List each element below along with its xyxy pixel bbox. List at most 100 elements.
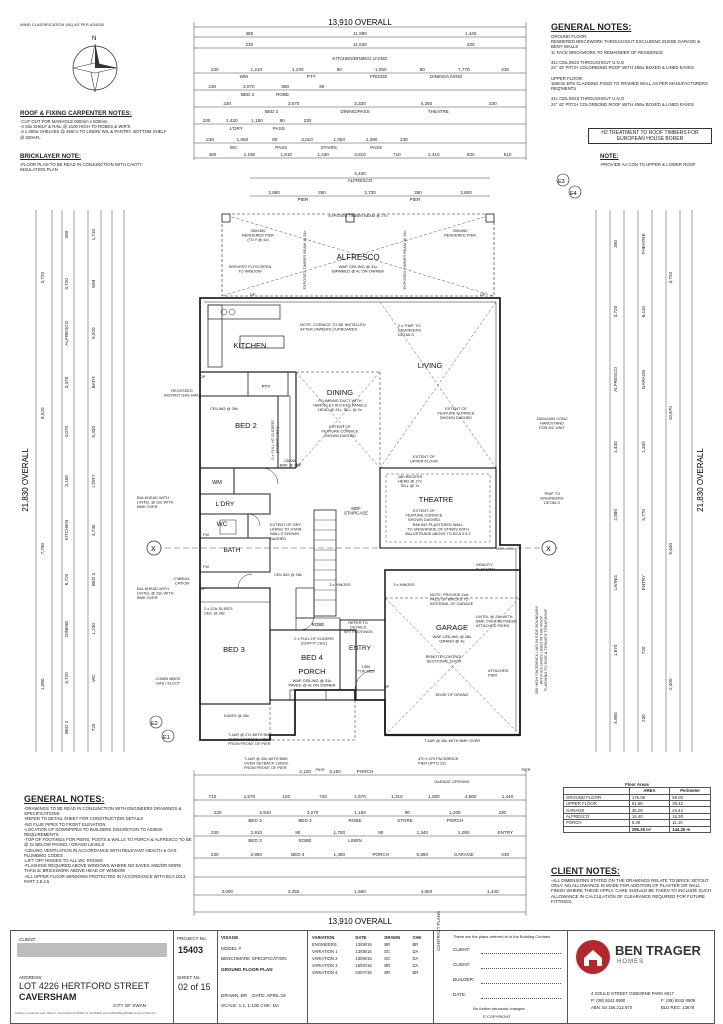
floor-waste-marker: FW [203, 564, 209, 569]
h2-treatment-text: H2 TREATMENT TO ROOF TIMBERS FOR EUROPEA… [601, 130, 699, 142]
dim-bottom-row1: PORCH [357, 769, 374, 774]
h2-treatment-note: H2 TREATMENT TO ROOF TIMBERS FOR EUROPEA… [588, 128, 712, 144]
dim-bottom-row5: 2,890 [251, 852, 263, 857]
annotation: HARDSTAND [540, 421, 564, 426]
dim-bottom-row4: 90 [378, 830, 384, 835]
address-line1: LOT 4226 HERTFORD STREET [19, 981, 150, 991]
dim-top-row7: 3,010 [301, 137, 313, 142]
project-sheet-cell: PROJECT No. 15403 SHEET No. 02 of 15 [173, 931, 218, 1023]
annotation: BMK OVER [137, 595, 158, 600]
dim-bottom-row2: 1,570 [354, 794, 366, 799]
general-note-item: 150mm EPS CLADDING FIXED TO FRAMED WALL … [551, 80, 708, 92]
company-sub: HOMES [617, 959, 645, 965]
general-note-item: GROUND FLOOR: [551, 34, 588, 39]
council-name: CITY OF SWAN [113, 1003, 146, 1008]
floor-areas-cell [563, 825, 630, 833]
variation-cell: BR [412, 942, 419, 947]
dim-top-row4: 880 [281, 84, 289, 89]
dim-top-row8: 1,810 [280, 152, 292, 157]
dim-label: WC [230, 145, 238, 150]
room-bath: BATH [224, 547, 241, 554]
dim-right-inner: 1,670 [613, 644, 618, 656]
annotation: OVER SETBACK 135mm [244, 761, 288, 766]
dim-left-inner: 1,710 [91, 228, 96, 240]
company-abn: ABN: 54 155 212 570 [591, 1005, 633, 1010]
client-sign-line[interactable] [481, 953, 561, 954]
general-note-item: 31c CEILINGS THROUGHOUT U.N.O [551, 60, 625, 66]
drawn-by: DRAWN: BR DATE: APRIL'15 [221, 993, 286, 998]
annotation: EXPOSED TIMBER BEAM @ 31c [302, 230, 307, 289]
dim-bottom-row3: 90 [405, 810, 411, 815]
dim-label: STAIRS [321, 145, 337, 150]
dim-left-inner: BED 2 [64, 720, 69, 734]
dim-right-inner: 350 [613, 240, 618, 248]
dim-right-inner: 230 [641, 714, 646, 722]
dim-bottom-row3: 230 [498, 810, 506, 815]
client-sign-line-2[interactable] [481, 968, 561, 969]
design-cell: VISAGE MODEL # BENCHMARK SPECIFICATION G… [217, 931, 308, 1023]
downpipe-marker: DP [250, 292, 256, 297]
dim-left-inner: 350 [64, 230, 69, 238]
dim-right-inner: GARAGE [641, 370, 646, 390]
section-marker-right: X [541, 540, 557, 556]
scale: SCALE: 1:1, 1:100 CHK: DA [221, 1003, 279, 1008]
annotation: DASHED [270, 536, 286, 541]
dim-top-row10: 350 [318, 190, 326, 195]
variation-cell: VARIATION 4 [312, 970, 338, 975]
dim-label: FRIDGE [370, 74, 387, 79]
dim-right-inner: 1,330 [641, 441, 646, 453]
date-sign-line[interactable] [481, 998, 561, 999]
annotation: CATION [175, 581, 190, 586]
contract-plans-cell: CONTRACT PLANS These are the plans refer… [433, 911, 568, 1023]
dim-bottom-row1: 2,120 [299, 769, 311, 774]
general-note-item: -TOP OF FOOTINGS FOR PIERS, POSTS & WALL… [24, 837, 192, 848]
annotation: 350x350 [453, 228, 469, 233]
annotation: T-4AR @ 27c WITH BMK [228, 732, 272, 737]
variation-cell: ENGINEERS [312, 942, 337, 947]
annotation: BULKHEAD WITH [137, 586, 169, 591]
annotation: EDGE OF GRANO [436, 692, 469, 697]
annotation: WITH VOLUMES LINED IN THE ROOF [539, 615, 544, 684]
annotation: DETAILS [350, 625, 366, 630]
builder-sign-line[interactable] [481, 983, 561, 984]
annotation: AFTER OWNERS CUPBOARDS [300, 327, 357, 332]
dim-bottom-row4: ENTRY [498, 830, 514, 835]
client-notes-text: -ALL DIMENSIONS STATED ON THE DRAWINGS R… [551, 878, 711, 904]
dim-top-row5: 230 [223, 101, 231, 106]
downpipe-marker: DP [200, 586, 206, 591]
dim-top-row7: 1,050 [334, 137, 346, 142]
variations-header: VARIATION [312, 935, 335, 940]
annotation: CEILING @ 28c [210, 406, 238, 411]
dim-bottom-row6: 3,000 [221, 889, 233, 894]
title-block: CLIENT: ADDRESS: LOT 4226 HERTFORD STREE… [10, 911, 715, 1024]
general-note-item: -DRAWINGS TO BE READ IN CONJUNCTION WITH… [24, 806, 182, 817]
dim-top-row3: 1,050 [375, 67, 387, 72]
client-label: CLIENT: [19, 937, 37, 942]
room-alfresco: ALFRESCO [336, 253, 379, 262]
dim-top-row10: 3,600 [460, 190, 472, 195]
dim-top-row10: 3,730 [364, 190, 376, 195]
variation-cell: 15/02/16 [355, 963, 372, 968]
dim-label: THEATRE [428, 109, 449, 114]
annotation: GARAGE OPENING [434, 779, 470, 784]
annotation: 'PMP' TO [544, 491, 560, 496]
date-sign-label: DATE: [453, 992, 467, 997]
dim-right-inner: ENTRY [641, 575, 646, 591]
annotation: UPPER FLOOR [410, 459, 438, 464]
annotation: TOF 28c/l [357, 669, 374, 674]
annotation: BMK OVER [137, 504, 158, 509]
dim-top-row7: 1,380 [366, 137, 378, 142]
annotation: RENDERED PIER [242, 233, 274, 238]
annotation: (SOFFIT CEIL) [275, 426, 280, 453]
wind-classification-label: WIND CLASSIFICATION (N1) AS PER AS4055 [20, 22, 104, 27]
annotation: LINTEL @ 28c WITH [137, 500, 174, 505]
overall-length-left: 21,830 OVERALL [21, 448, 30, 512]
dim-top-row6: 230 [304, 118, 312, 123]
dim-label: PIER [410, 197, 421, 202]
annotation: PIER [521, 767, 530, 772]
roof-notes-title: ROOF & FIXING CARPENTER NOTES: [20, 110, 132, 117]
